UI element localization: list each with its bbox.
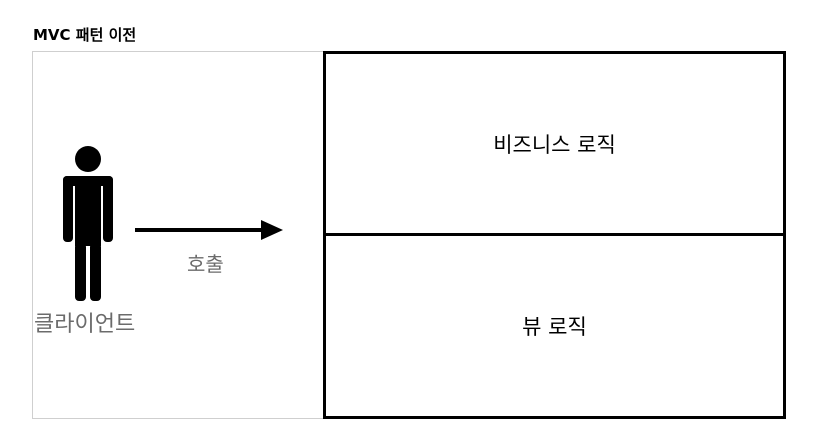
diagram-title: MVC 패턴 이전 bbox=[33, 26, 137, 44]
view-logic-label: 뷰 로직 bbox=[522, 315, 587, 339]
business-logic-box: 비즈니스 로직 bbox=[323, 51, 786, 236]
business-logic-label: 비즈니스 로직 bbox=[493, 132, 616, 157]
arrow-right-icon bbox=[135, 220, 283, 240]
call-label: 호출 bbox=[187, 252, 224, 276]
view-logic-box: 뷰 로직 bbox=[323, 233, 786, 419]
person-icon bbox=[63, 146, 113, 301]
client-label: 클라이언트 bbox=[34, 312, 136, 337]
